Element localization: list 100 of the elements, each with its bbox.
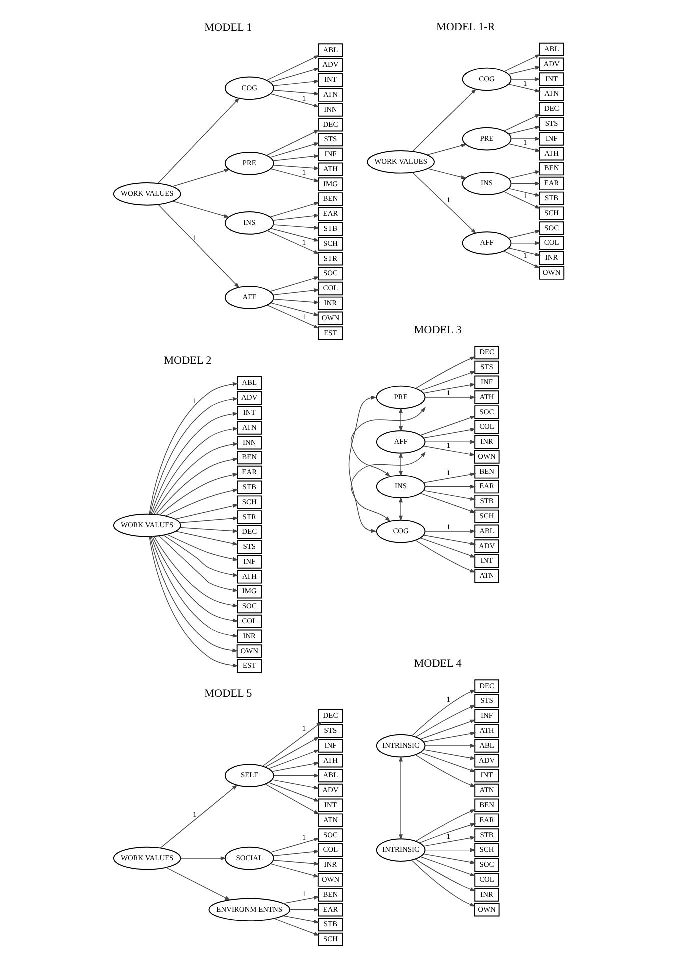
node-box: ATH [474,724,499,738]
arrow [268,750,320,770]
edge-label: 1 [192,810,196,819]
node-ellipse: AFF [224,286,274,310]
node-box: EAR [474,480,499,494]
node-ellipse: WORK VALUES [112,182,181,206]
arrow [424,396,476,400]
node-box: EST [318,326,343,340]
node-box: BEN [474,465,499,479]
label: MODEL 3 [414,324,462,336]
edge-label: 1 [446,195,450,204]
node-box: OWN [236,644,262,658]
node-box: OWN [474,903,500,917]
label: MODEL 2 [164,354,212,367]
arrow [422,535,476,546]
node-box: ATN [318,88,343,102]
edge-label: 1 [302,724,306,734]
arrow [152,427,238,515]
arrow [270,94,320,108]
arrow [414,754,476,788]
node-box: STB [474,494,499,509]
node-ellipse: AFF [462,232,512,255]
arrow [398,756,402,840]
node-box: SCH [474,510,499,524]
arrow [420,416,476,436]
node-ellipse: SOCIAL [224,846,274,870]
node-box: SCH [318,237,343,251]
edge-label: 1 [192,396,196,406]
arrow [159,473,238,516]
node-box: INF [318,739,343,753]
arrow [350,407,426,478]
arrow [508,230,540,239]
arrow [266,230,320,254]
node-box: EAR [318,207,343,222]
node-box: ABL [538,42,564,56]
node-box: STS [474,360,499,375]
arrow [415,356,476,389]
arrow [510,241,540,246]
node-box: INF [538,132,564,146]
node-box: INF [474,709,499,724]
arrow [160,784,238,849]
arrow [272,288,320,296]
arrow [270,838,320,854]
arrow [179,516,238,524]
arrow [414,859,476,892]
arrow [162,535,238,578]
node-box: ATH [538,147,564,161]
node-box: SOC [318,828,343,842]
node-box: SOC [474,858,499,872]
arrow [426,144,466,156]
node-box: INN [236,436,262,450]
arrow [270,68,320,83]
node-box: STB [474,828,499,842]
arrow [172,169,230,188]
arrow [424,484,476,489]
node-ellipse: WORK VALUES [112,514,181,538]
arrow [272,90,320,96]
arrow [158,536,238,592]
node-box: INF [474,376,499,390]
node-ellipse: INTRINSIC [376,734,426,758]
arrow [422,854,476,864]
arrow [272,860,320,866]
arrow [270,168,320,182]
node-box: ADV [318,58,343,72]
node-box: INF [236,555,262,569]
node-box: EAR [474,814,499,828]
node-box: ATH [318,754,343,768]
node-box: BEN [318,192,343,206]
node-box: STR [318,252,343,266]
arrow [166,534,238,562]
label: MODEL 1 [204,22,252,34]
node-box: INF [318,148,343,162]
arrow [422,750,476,760]
arrow [180,856,226,860]
node-box: COL [474,420,499,434]
edge-label: 1 [302,889,306,898]
node-box: INT [318,798,343,812]
arrow [398,408,402,432]
node-box: OWN [474,450,500,464]
arrow [420,856,476,876]
node-ellipse: WORK VALUES [112,846,181,870]
arrow [424,440,476,444]
label: MODEL 1-R [436,21,495,34]
arrow [272,850,320,856]
arrow [424,744,476,748]
arrow [508,170,540,180]
node-box: EAR [318,903,343,917]
arrow [508,126,540,134]
node-ellipse: ENVIRONM ENTNS [208,898,290,922]
arrow [273,918,320,936]
arrow [422,490,476,501]
arrow [165,867,230,901]
node-box: ABL [474,739,499,753]
node-box: STS [538,117,564,131]
arrow [508,144,540,152]
node-box: ADV [318,784,343,798]
node-box: DEC [318,118,343,132]
node-box: INR [318,858,343,872]
node-box: INT [474,554,499,568]
node-ellipse: COG [224,76,274,100]
